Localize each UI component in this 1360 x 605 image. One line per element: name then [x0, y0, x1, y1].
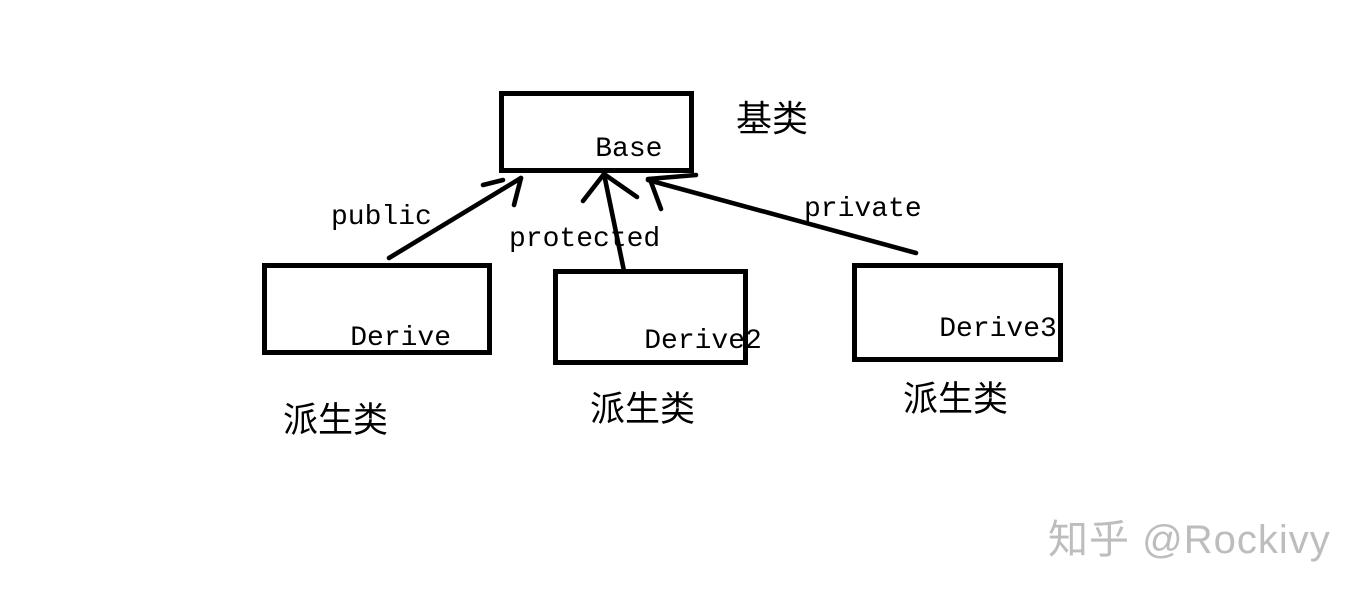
arrow-derive2-to-base — [580, 171, 640, 274]
derive-class-annotation: 派生类 — [283, 401, 389, 440]
edge-label-protected: protected — [509, 224, 661, 255]
arrowhead-barb — [648, 179, 664, 212]
arrowhead-barb — [580, 171, 607, 204]
watermark: 知乎 @Rockivy — [1048, 518, 1331, 562]
base-class-annotation: 基类 — [736, 99, 809, 139]
derive2-class-name: Derive2 — [644, 326, 762, 357]
derive2-class-annotation: 派生类 — [590, 390, 696, 429]
arrowhead-barb — [480, 177, 506, 188]
derive-class-box: Derive — [262, 263, 492, 355]
edge-label-public: public — [331, 202, 432, 233]
base-class-name: Base — [595, 134, 663, 165]
arrowhead-barb — [645, 172, 699, 182]
derive3-class-annotation: 派生类 — [903, 380, 1009, 419]
derive-class-name: Derive — [350, 323, 452, 354]
derive3-class-name: Derive3 — [939, 314, 1057, 345]
arrow-shaft — [601, 171, 627, 274]
edge-label-private: private — [804, 194, 922, 225]
derive2-class-box: Derive2 — [553, 269, 762, 365]
base-class-box: Base — [499, 91, 694, 173]
derive3-class-box: Derive3 — [852, 263, 1063, 362]
arrowhead-barb — [601, 171, 640, 200]
arrowhead-barb — [511, 175, 524, 208]
